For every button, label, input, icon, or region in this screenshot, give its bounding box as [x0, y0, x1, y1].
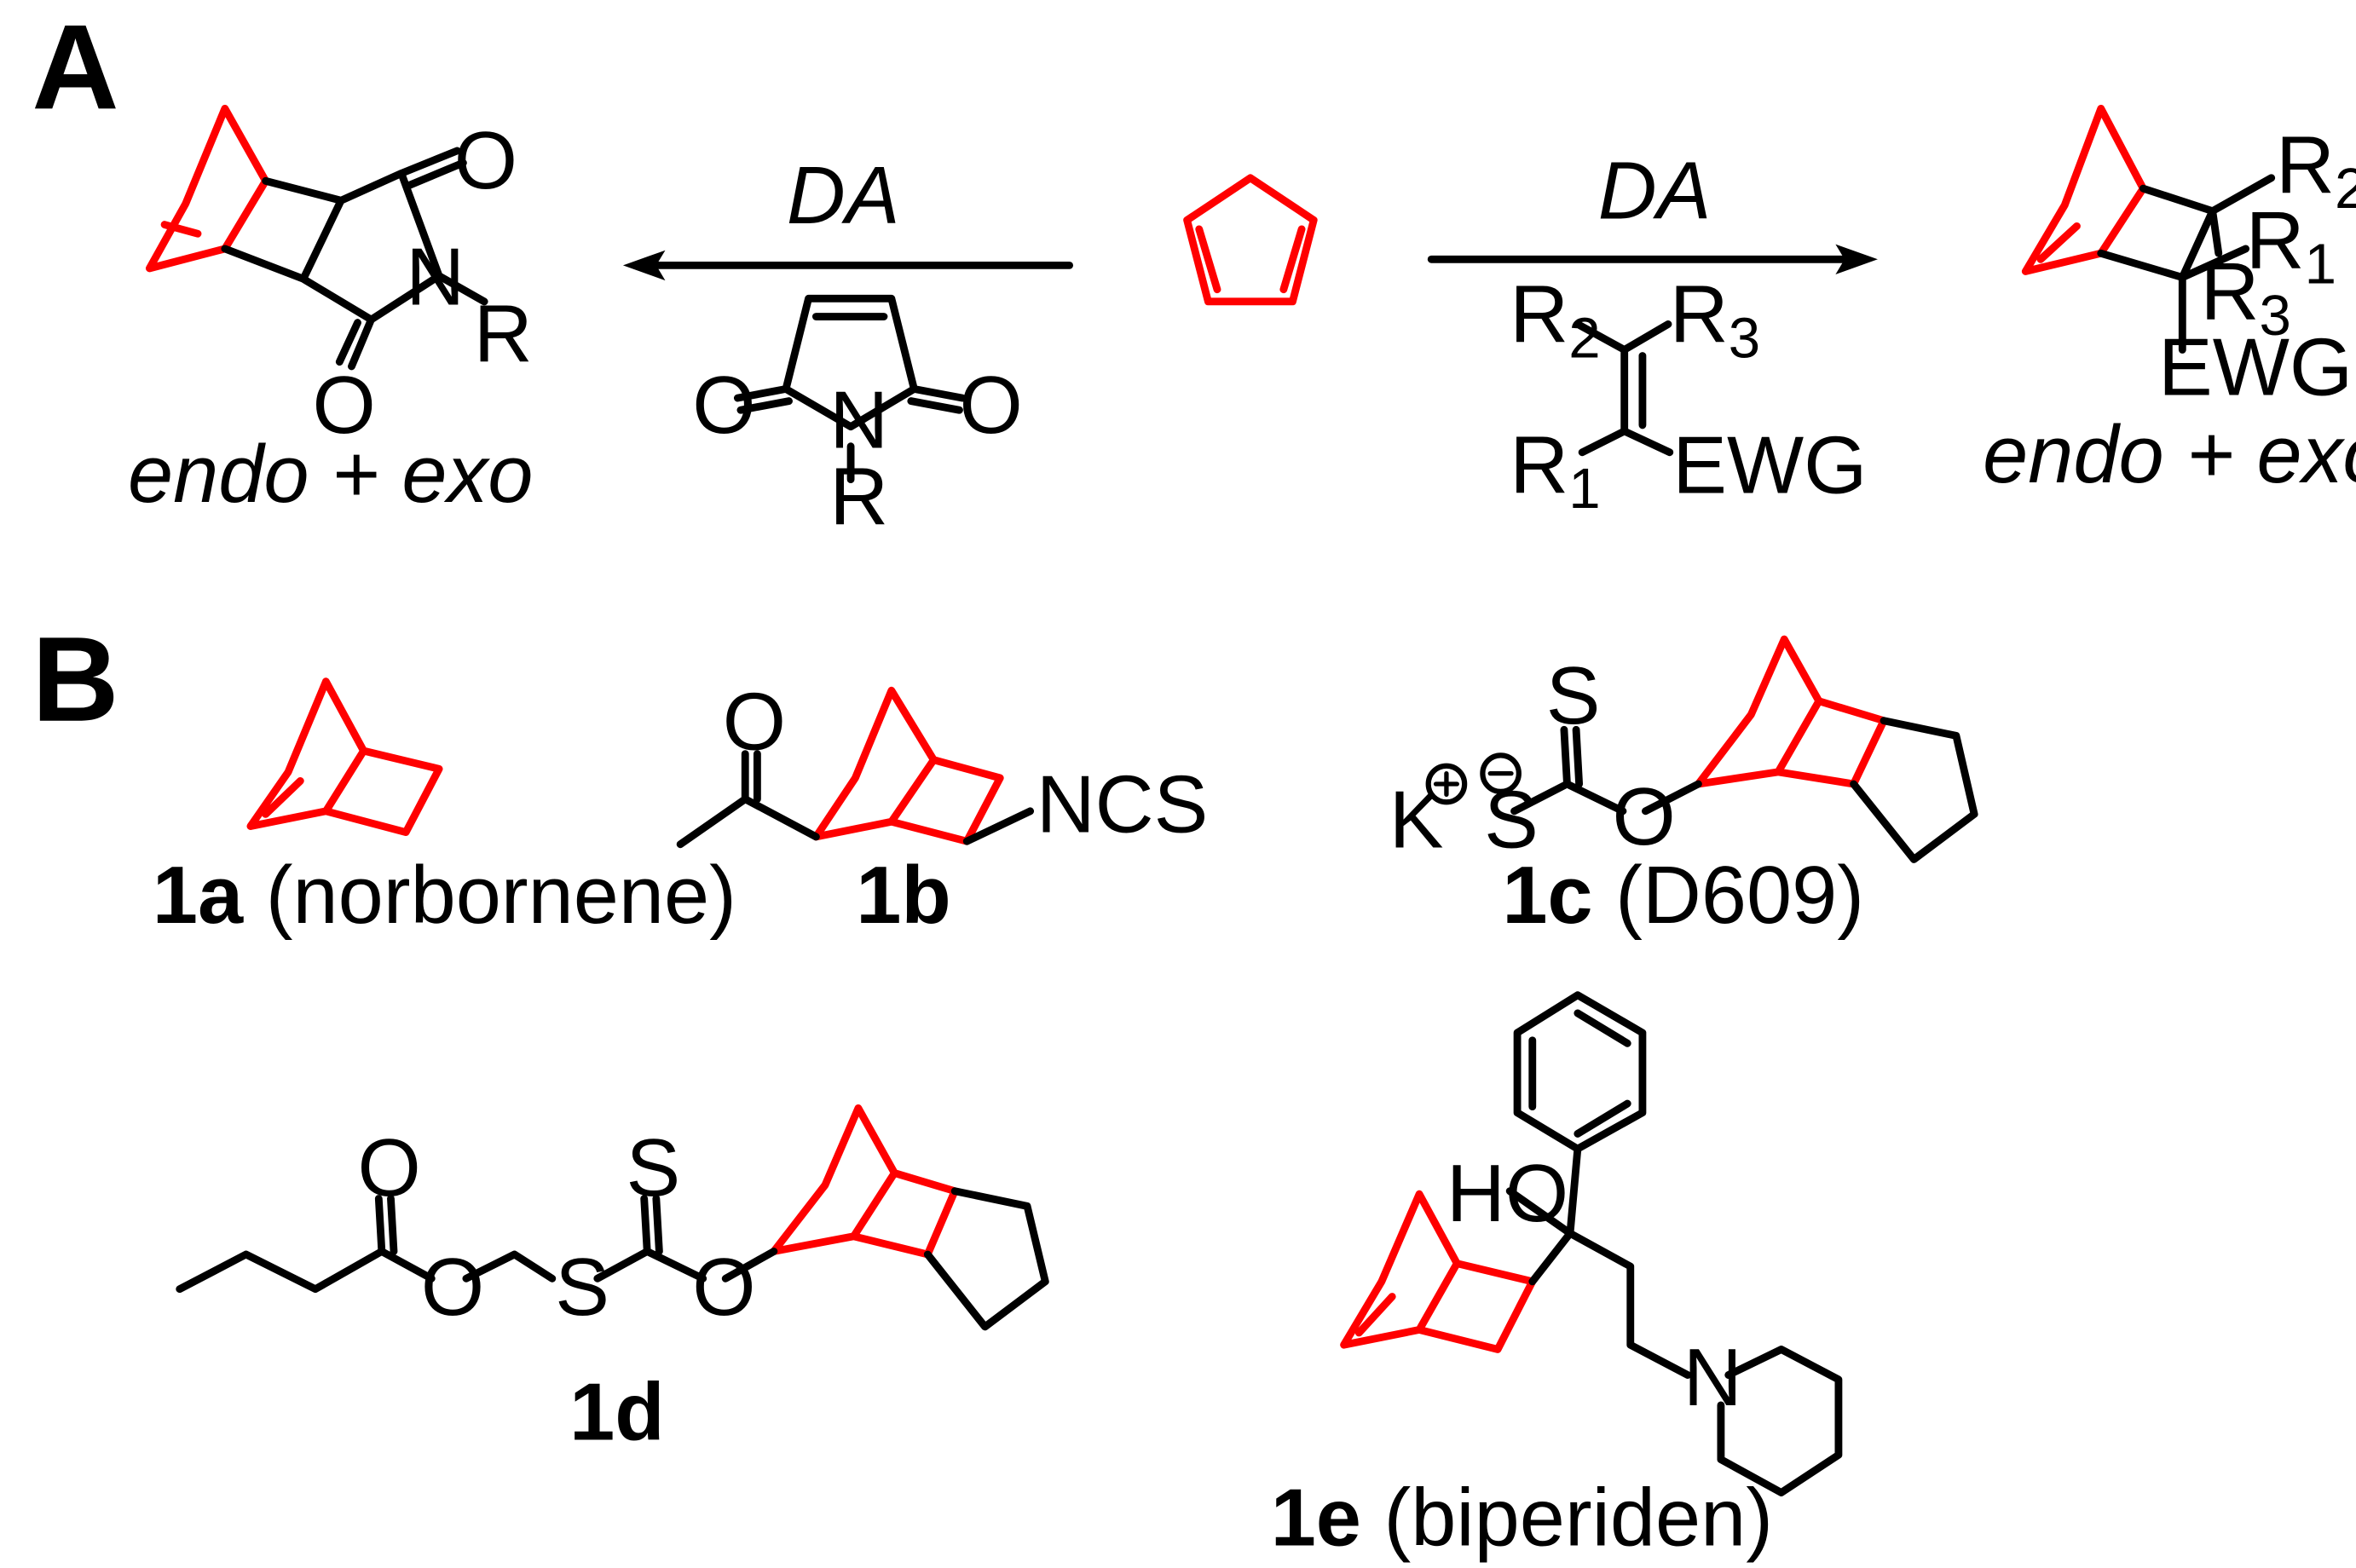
maleimide-n-r: R: [829, 453, 888, 543]
product-r1: R1: [2246, 196, 2336, 297]
maleimide-left-o: O: [692, 360, 755, 451]
left-arrow-label: DA: [787, 151, 900, 241]
cyclopentadiene-structure: [1183, 174, 1318, 306]
right-arrow-label: DA: [1598, 147, 1712, 237]
dienophile-r1: R1: [1510, 421, 1600, 522]
dienophile-r2: R2: [1510, 270, 1600, 371]
left-reaction-arrow: [622, 250, 1074, 281]
negative-charge-icon: [1480, 752, 1522, 794]
compound-1d-label: 1d: [569, 1368, 664, 1458]
panel-label-a: A: [32, 0, 118, 134]
imide-n: N: [406, 232, 465, 322]
compound-1b-o: O: [723, 677, 786, 767]
compound-1e-label: 1e (biperiden): [1271, 1473, 1773, 1563]
dienophile-structure: R2 R3 R1 EWG: [1510, 270, 1867, 522]
compound-1b-label: 1b: [856, 850, 950, 941]
panel-label-b: B: [32, 612, 118, 747]
compound-1e-n: N: [1683, 1333, 1742, 1423]
compound-1c-o: O: [1613, 772, 1676, 862]
imide-adduct-structure: O N R O: [145, 104, 533, 451]
maleimide-right-o: O: [959, 360, 1022, 451]
compound-1d-thioether-s: S: [555, 1242, 609, 1333]
compound-1d-ether-o: O: [421, 1242, 484, 1333]
dienophile-r3: R3: [1670, 270, 1760, 371]
compound-1d-structure: O O S S O: [176, 1104, 1049, 1333]
imide-n-r: R: [474, 290, 533, 380]
compound-1b-ncs: NCS: [1037, 760, 1209, 850]
maleimide-reagent-structure: O O N R: [692, 294, 1023, 543]
compound-1c-label: 1c (D609): [1502, 850, 1864, 941]
product-r2: R2: [2276, 120, 2356, 221]
compound-1d-ester-o: O: [358, 1123, 421, 1213]
imide-top-o: O: [454, 116, 517, 206]
right-reaction-arrow: [1427, 244, 1878, 274]
compound-1c-thione-s: S: [1546, 651, 1601, 741]
maleimide-n: N: [829, 375, 888, 465]
dienophile-ewg: EWG: [1672, 421, 1867, 511]
substituted-norbornene-structure: R2 R1 R3 EWG: [2021, 104, 2356, 413]
compound-1d-thione-s: S: [626, 1123, 680, 1213]
right-product-stereo-label: endo + exo: [1983, 410, 2356, 500]
compound-1c-structure: S S O K: [1389, 635, 1978, 865]
compound-1e-ho: HO: [1447, 1149, 1568, 1239]
imide-bottom-o: O: [312, 360, 375, 451]
positive-charge-icon: [1425, 763, 1468, 805]
compound-1a-label: 1a (norbornene): [153, 850, 736, 941]
compound-1b-structure: O NCS: [676, 677, 1209, 850]
norbornene-1a-structure: [246, 677, 443, 837]
compound-1d-xanthate-o: O: [692, 1242, 755, 1333]
compound-1e-structure: HO N: [1340, 991, 1843, 1496]
product-ewg: EWG: [2158, 323, 2353, 413]
left-product-stereo-label: endo + exo: [128, 429, 533, 520]
product-r3: R3: [2201, 247, 2291, 348]
